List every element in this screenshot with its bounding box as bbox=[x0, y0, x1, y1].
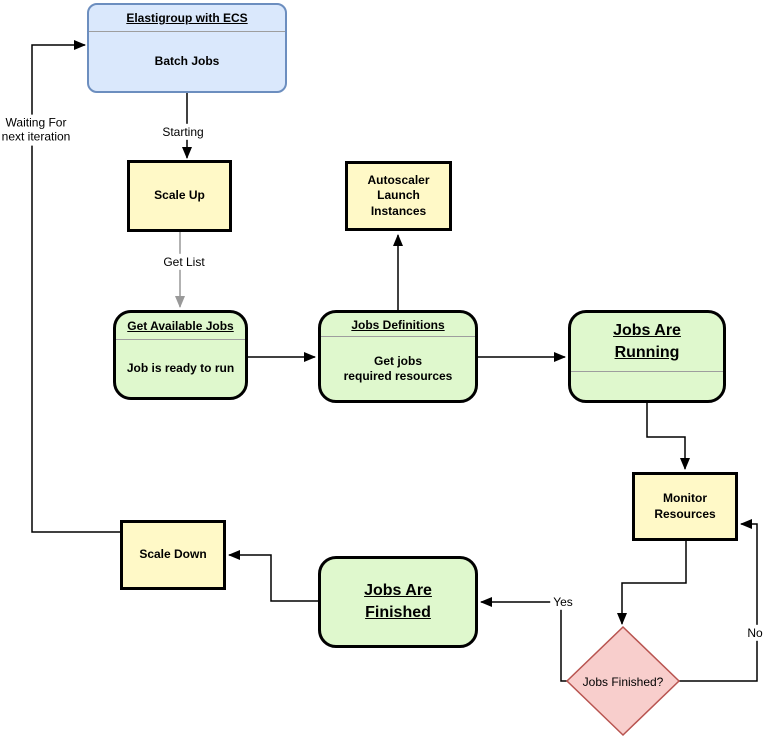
node-monitor-resources[interactable]: Monitor Resources bbox=[632, 472, 738, 541]
edge-label-waiting-for-next-iteration: Waiting For next iteration bbox=[0, 114, 74, 146]
node-title: Get Available Jobs bbox=[127, 319, 234, 333]
node-body: Get jobs required resources bbox=[343, 353, 453, 383]
divider bbox=[571, 371, 723, 372]
node-title: Jobs Definitions bbox=[351, 317, 445, 332]
node-title: Jobs Are Running bbox=[571, 313, 723, 371]
edge-yes bbox=[480, 597, 567, 682]
divider bbox=[89, 31, 285, 32]
divider bbox=[116, 339, 245, 340]
node-title-text: Jobs Are Running bbox=[613, 322, 681, 361]
node-label: Jobs Are Finished bbox=[321, 559, 475, 645]
node-get-available-jobs[interactable]: Get Available Jobs Job is ready to run bbox=[113, 310, 248, 400]
divider bbox=[321, 336, 475, 337]
edge-running-to-monitor bbox=[646, 403, 690, 470]
node-label-text: Jobs Are Finished bbox=[364, 582, 432, 621]
node-label: Scale Up bbox=[154, 188, 205, 203]
node-jobs-are-running[interactable]: Jobs Are Running bbox=[568, 310, 726, 403]
node-jobs-definitions[interactable]: Jobs Definitions Get jobs required resou… bbox=[318, 310, 478, 403]
edge-no bbox=[679, 519, 758, 682]
edge-label-get-list: Get List bbox=[160, 253, 208, 271]
node-label: Autoscaler Launch Instances bbox=[367, 172, 430, 218]
node-body: Job is ready to run bbox=[126, 361, 235, 375]
edge-label-no: No bbox=[744, 624, 766, 642]
jobs-finished-diamond[interactable] bbox=[565, 625, 681, 737]
node-scale-up[interactable]: Scale Up bbox=[127, 160, 232, 232]
node-scale-down[interactable]: Scale Down bbox=[120, 520, 226, 590]
edge-label-yes: Yes bbox=[550, 593, 576, 611]
node-autoscaler-launch-instances[interactable]: Autoscaler Launch Instances bbox=[345, 161, 452, 231]
node-body: Batch Jobs bbox=[154, 54, 220, 68]
edge-monitor-to-decision bbox=[617, 541, 687, 625]
edge-label-starting: Starting bbox=[159, 123, 207, 141]
node-elastigroup-batch-jobs[interactable]: Elastigroup with ECS Batch Jobs bbox=[87, 3, 287, 93]
node-jobs-are-finished[interactable]: Jobs Are Finished bbox=[318, 556, 478, 648]
jobs-finished-label: Jobs Finished? bbox=[582, 675, 664, 689]
node-title: Elastigroup with ECS bbox=[126, 11, 248, 25]
node-body bbox=[571, 372, 723, 400]
node-label: Scale Down bbox=[139, 547, 207, 562]
edge-waiting-loop bbox=[31, 40, 120, 533]
edge-finished-to-scaledown bbox=[228, 550, 318, 602]
node-label: Monitor Resources bbox=[654, 490, 716, 521]
